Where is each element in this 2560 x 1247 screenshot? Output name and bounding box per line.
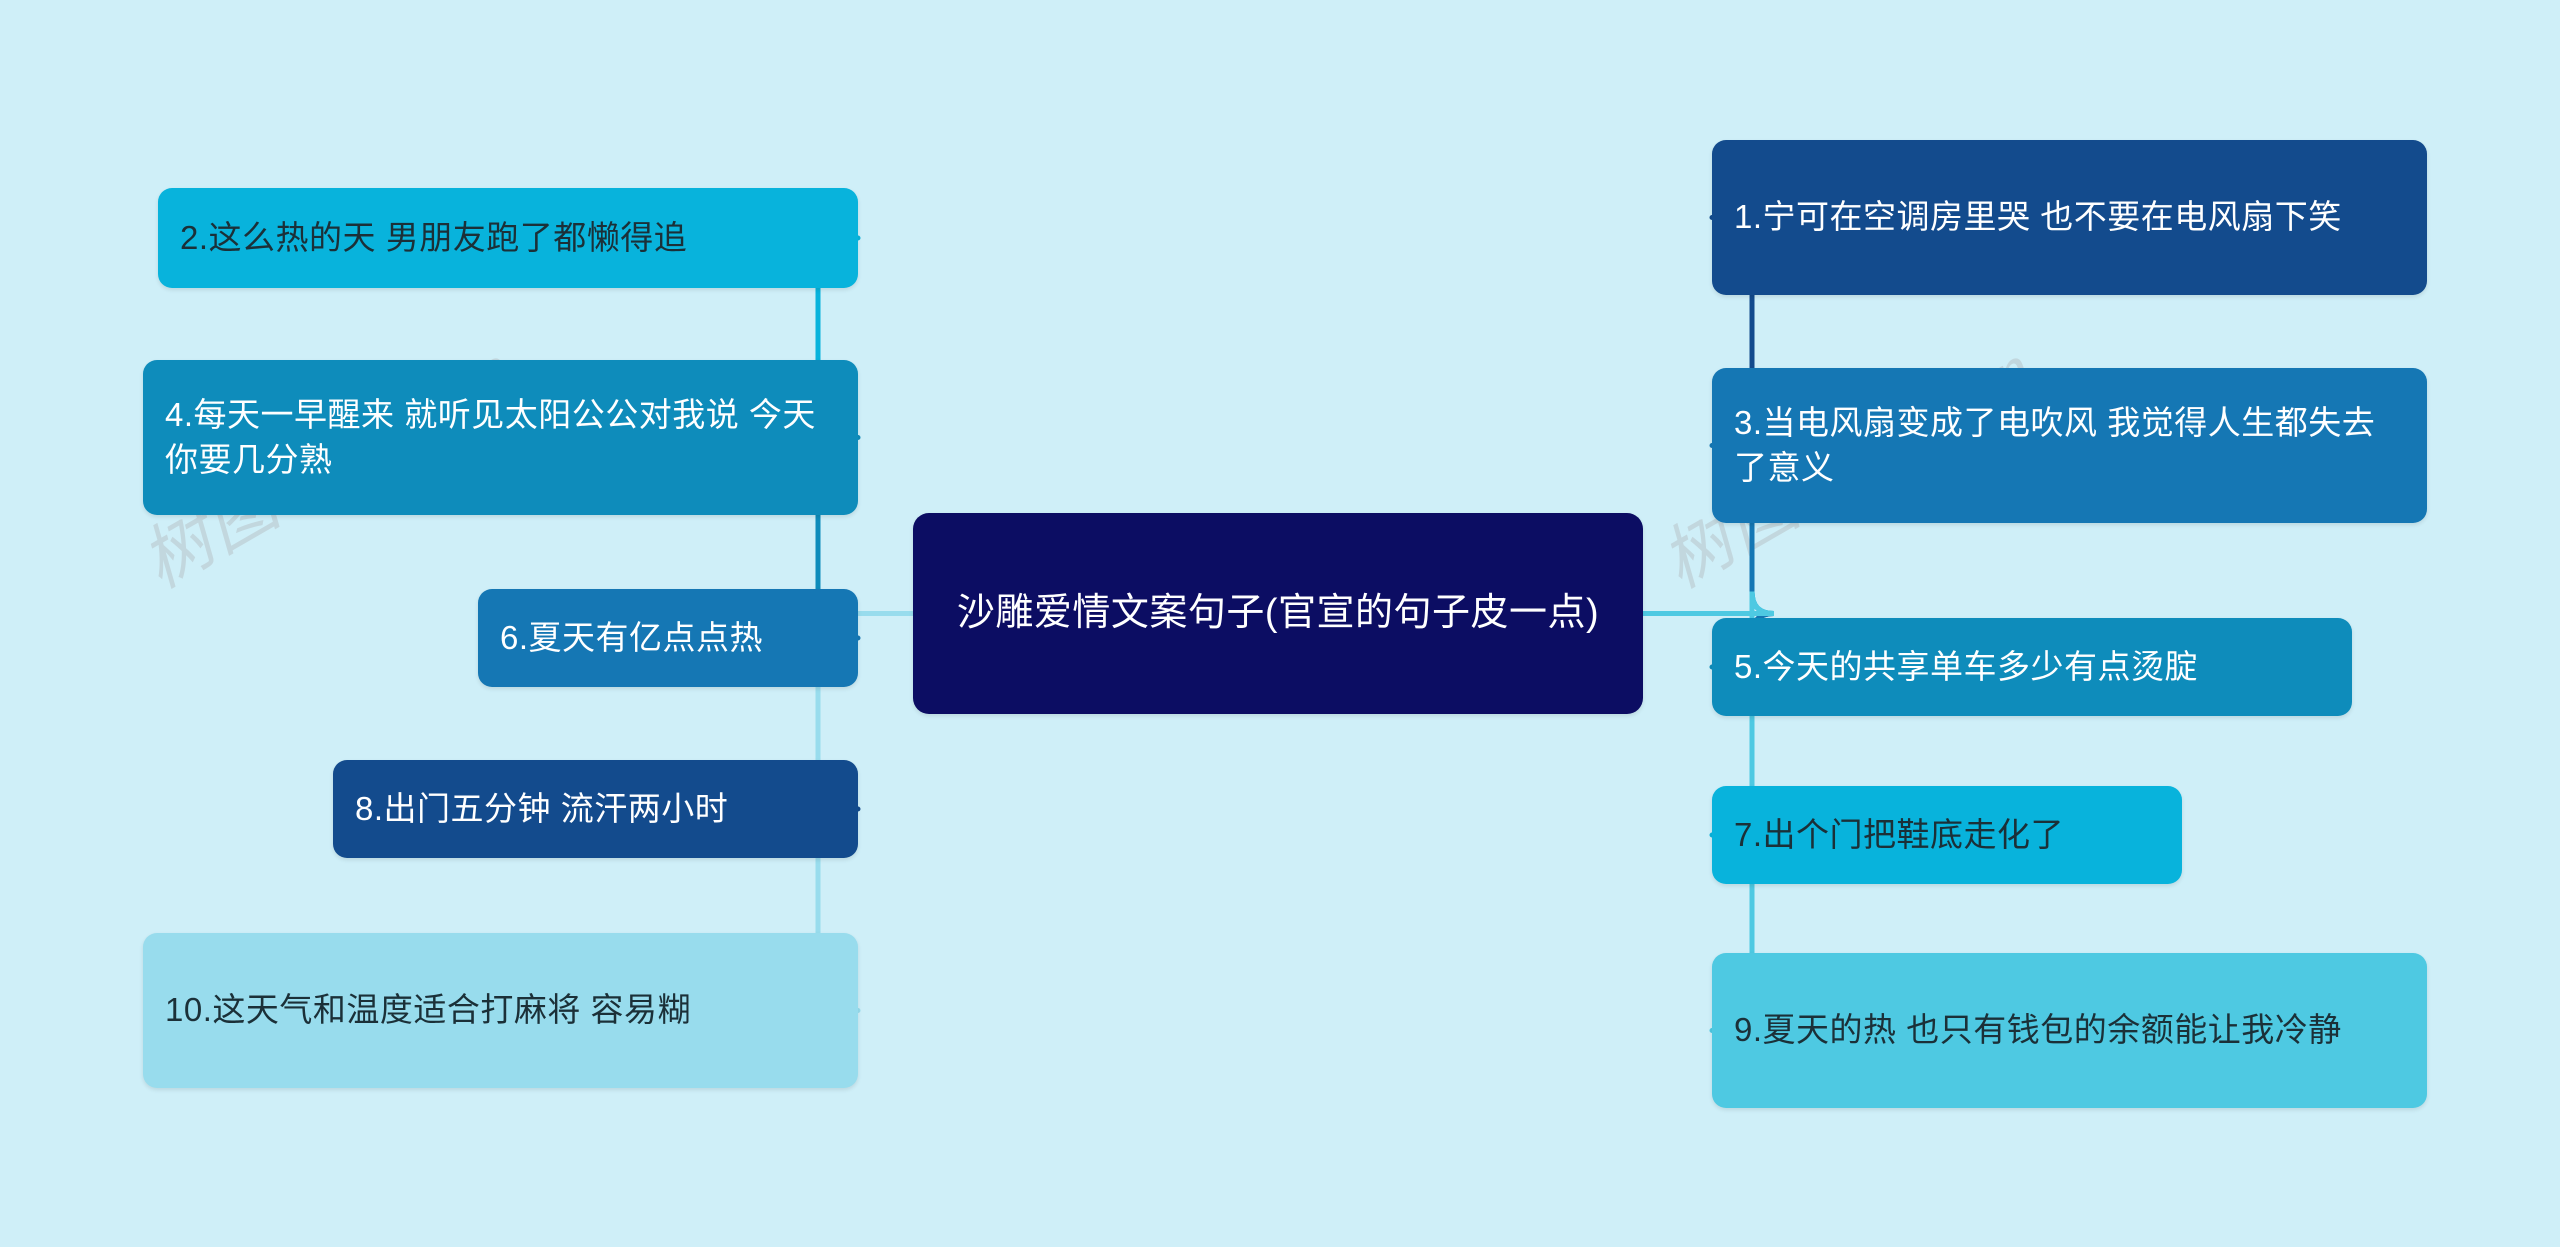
branch-node-label: 1.宁可在空调房里哭 也不要在电风扇下笑 — [1734, 198, 2342, 236]
branch-node-label: 9.夏天的热 也只有钱包的余额能让我冷静 — [1734, 1011, 2342, 1049]
branch-node-5-right[interactable]: 9.夏天的热 也只有钱包的余额能让我冷静 — [1712, 953, 2427, 1108]
branch-node-label: 8.出门五分钟 流汗两小时 — [355, 789, 729, 827]
branch-node-1-left[interactable]: 2.这么热的天 男朋友跑了都懒得追 — [158, 188, 858, 288]
branch-node-label: 7.出个门把鞋底走化了 — [1734, 815, 2065, 853]
branch-node-1-right[interactable]: 1.宁可在空调房里哭 也不要在电风扇下笑 — [1712, 140, 2427, 295]
branch-node-label: 2.这么热的天 男朋友跑了都懒得追 — [180, 218, 688, 256]
branch-node-2-left[interactable]: 4.每天一早醒来 就听见太阳公公对我说 今天你要几分熟 — [143, 360, 858, 515]
branch-node-4-left[interactable]: 8.出门五分钟 流汗两小时 — [333, 760, 858, 858]
branch-node-5-left[interactable]: 10.这天气和温度适合打麻将 容易糊 — [143, 933, 858, 1088]
branch-node-label: 5.今天的共享单车多少有点烫腚 — [1734, 647, 2199, 685]
branch-node-3-right[interactable]: 5.今天的共享单车多少有点烫腚 — [1712, 618, 2352, 716]
root-node[interactable]: 沙雕爱情文案句子(官宣的句子皮一点) — [913, 513, 1643, 714]
branch-node-label: 10.这天气和温度适合打麻将 容易糊 — [165, 991, 692, 1029]
branch-node-2-right[interactable]: 3.当电风扇变成了电吹风 我觉得人生都失去了意义 — [1712, 368, 2427, 523]
branch-node-label: 3.当电风扇变成了电吹风 我觉得人生都失去了意义 — [1734, 403, 2376, 486]
branch-node-label: 6.夏天有亿点点热 — [500, 618, 764, 656]
branch-node-3-left[interactable]: 6.夏天有亿点点热 — [478, 589, 858, 687]
root-node-label: 沙雕爱情文案句子(官宣的句子皮一点) — [956, 591, 1600, 634]
branch-node-label: 4.每天一早醒来 就听见太阳公公对我说 今天你要几分熟 — [165, 395, 816, 478]
branch-node-4-right[interactable]: 7.出个门把鞋底走化了 — [1712, 786, 2182, 884]
